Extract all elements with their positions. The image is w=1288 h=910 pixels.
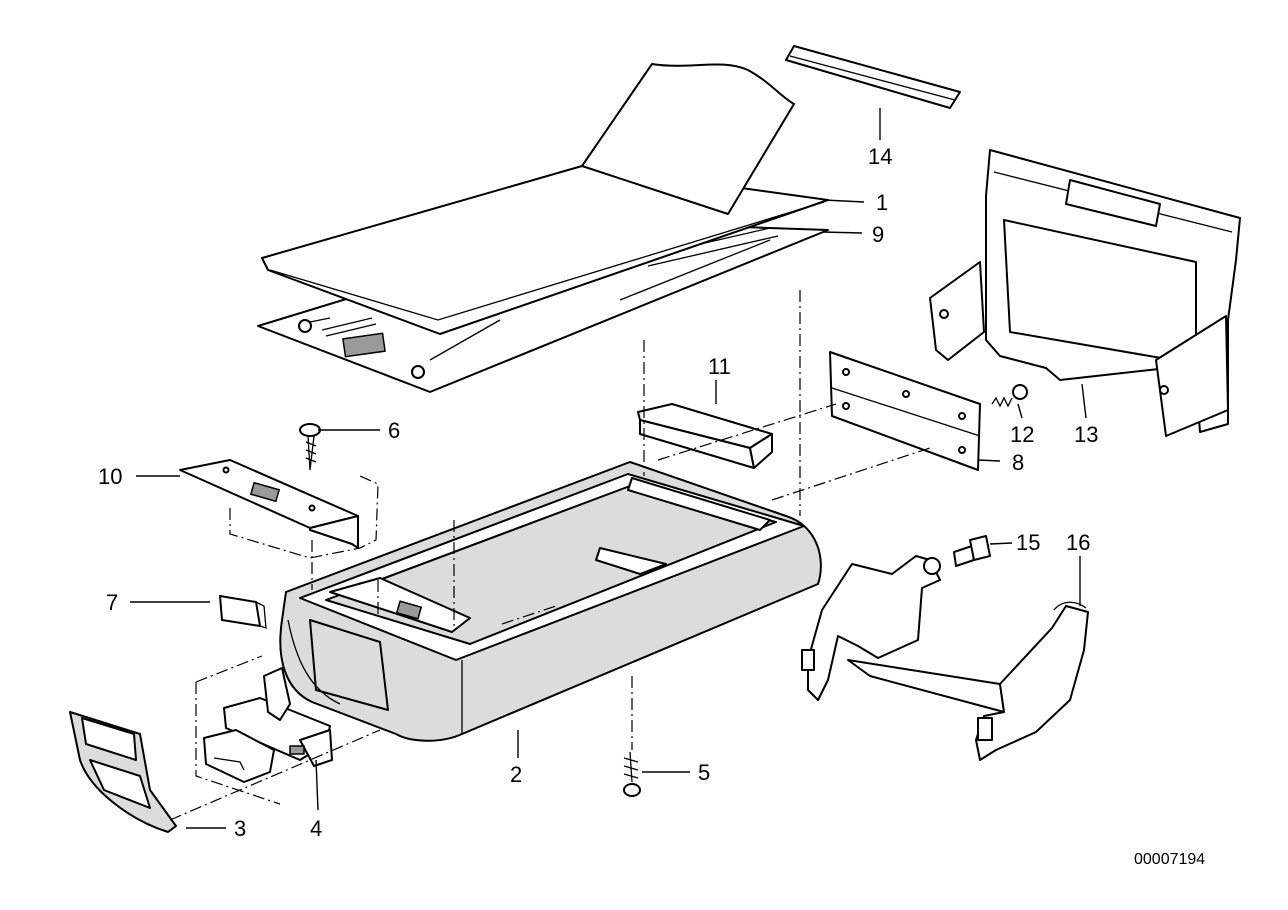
callout-9: 9 <box>872 222 884 247</box>
callout-5: 5 <box>698 760 710 785</box>
part-5-screw <box>623 751 641 797</box>
callout-4: 4 <box>310 816 322 841</box>
callout-16: 16 <box>1066 530 1090 555</box>
part-3-bezel <box>69 711 177 833</box>
callout-14: 14 <box>868 144 892 169</box>
callout-labels: 1 2 3 4 5 6 7 8 9 10 11 12 13 14 15 16 <box>98 144 1098 841</box>
alignment-lines <box>169 290 931 821</box>
part-10-plate <box>179 459 359 549</box>
part-8-plate <box>829 351 981 471</box>
part-14-strip <box>785 45 961 109</box>
callout-10: 10 <box>98 464 122 489</box>
part-2-console-body <box>279 461 822 742</box>
part-12-spring <box>991 384 1028 408</box>
callout-3: 3 <box>234 816 246 841</box>
part-13-bracket <box>929 149 1241 437</box>
callout-11: 11 <box>708 354 731 379</box>
part-7-cap <box>219 595 267 629</box>
callout-13: 13 <box>1074 422 1098 447</box>
part-11-bracket <box>637 403 773 469</box>
callout-1: 1 <box>876 190 888 215</box>
reference-number: 00007194 <box>1134 851 1205 868</box>
part-4-latch <box>203 667 333 783</box>
callout-7: 7 <box>106 590 118 615</box>
callout-2: 2 <box>510 762 522 787</box>
part-1-lid <box>261 63 829 335</box>
callout-6: 6 <box>388 418 400 443</box>
callout-12: 12 <box>1010 422 1034 447</box>
leader-lines <box>130 108 1087 829</box>
part-6-screw <box>299 423 321 471</box>
part-16-mount-bracket <box>801 555 1089 761</box>
callout-8: 8 <box>1012 450 1024 475</box>
callout-15: 15 <box>1016 530 1040 555</box>
part-15-bolt <box>953 535 991 567</box>
